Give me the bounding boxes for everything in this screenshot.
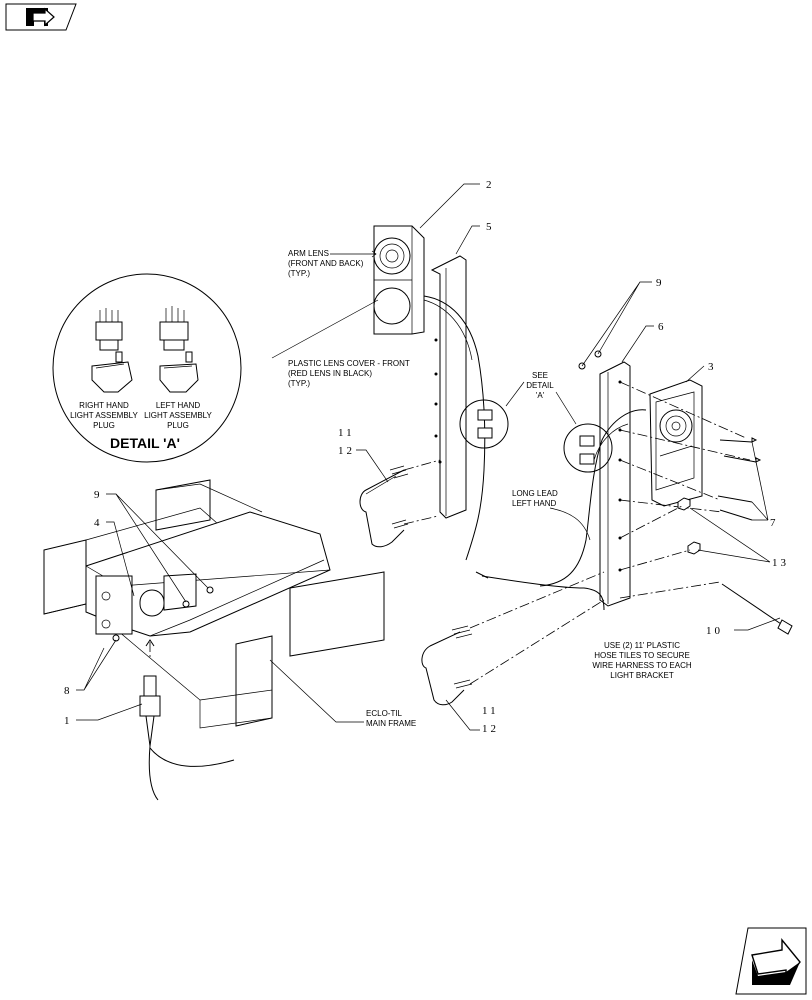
forward-arrow-icon <box>751 938 801 985</box>
note-label-1: USE (2) 11' PLASTIC <box>604 641 680 650</box>
note-label-3: WIRE HARNESS TO EACH <box>592 661 692 670</box>
svg-text:12: 12 <box>338 445 355 457</box>
note-label-2: HOSE TILES TO SECURE <box>594 651 690 660</box>
callout-7: 7 <box>751 441 779 529</box>
svg-text:11: 11 <box>482 705 499 717</box>
right-hand-plug-drawing <box>91 308 133 393</box>
svg-text:10: 10 <box>706 625 723 637</box>
callout-3: 3 <box>685 361 717 383</box>
svg-text:3: 3 <box>708 361 717 373</box>
svg-text:8: 8 <box>64 685 73 697</box>
detail-a-title: DETAIL 'A' <box>110 435 180 451</box>
back-button[interactable] <box>5 3 77 31</box>
forward-button[interactable] <box>735 927 807 995</box>
detail-a: RIGHT HAND LIGHT ASSEMBLY PLUG LEFT HAND… <box>52 273 242 463</box>
callout-1: 1 <box>64 703 143 727</box>
see-detail-label-3: 'A' <box>536 391 545 400</box>
arm-lens-label-3: (TYP.) <box>288 269 310 278</box>
callout-9-lower: 9 <box>94 489 209 603</box>
callout-2: 2 <box>419 179 495 229</box>
lamp-assembly-upper <box>359 225 509 561</box>
right-hand-plug-label-3: PLUG <box>93 421 115 430</box>
callout-5: 5 <box>455 221 495 255</box>
note-label-4: LIGHT BRACKET <box>610 671 674 680</box>
long-lead-label-1: LONG LEAD <box>512 489 558 498</box>
left-hand-plug-label-3: PLUG <box>167 421 189 430</box>
long-lead-label-2: LEFT HAND <box>512 499 557 508</box>
callout-11-lower: 11 12 <box>445 699 499 735</box>
back-arrow-icon <box>26 7 55 27</box>
main-frame-label-1: ECLO-TIL <box>366 709 403 718</box>
arm-lens-label-1: ARM LENS <box>288 249 329 258</box>
callout-11-upper: 11 12 <box>338 427 389 483</box>
lamp-assembly-right <box>421 350 793 706</box>
frame-assembly <box>43 479 385 801</box>
lens-cover-label-1: PLASTIC LENS COVER - FRONT <box>288 359 410 368</box>
svg-text:2: 2 <box>486 179 495 191</box>
svg-text:12: 12 <box>482 723 499 735</box>
lens-cover-label-3: (TYP.) <box>288 379 310 388</box>
svg-text:13: 13 <box>772 557 789 569</box>
svg-text:6: 6 <box>658 321 667 333</box>
left-hand-plug-drawing <box>159 306 199 393</box>
main-frame-label-2: MAIN FRAME <box>366 719 416 728</box>
callout-9-upper: 9 <box>581 277 665 367</box>
svg-text:4: 4 <box>94 517 103 529</box>
svg-text:9: 9 <box>94 489 103 501</box>
right-hand-plug-label-1: RIGHT HAND <box>79 401 129 410</box>
svg-text:5: 5 <box>486 221 495 233</box>
svg-text:1: 1 <box>64 715 73 727</box>
arm-lens-label-2: (FRONT AND BACK) <box>288 259 364 268</box>
callout-13: 13 <box>689 507 789 569</box>
svg-text:9: 9 <box>656 277 665 289</box>
svg-text:7: 7 <box>770 517 779 529</box>
callout-4: 4 <box>94 517 135 597</box>
svg-text:11: 11 <box>338 427 355 439</box>
callout-10: 10 <box>706 617 781 637</box>
callout-8: 8 <box>64 639 117 697</box>
right-hand-plug-label-2: LIGHT ASSEMBLY <box>70 411 138 420</box>
left-hand-plug-label-2: LIGHT ASSEMBLY <box>144 411 212 420</box>
callout-6: 6 <box>621 321 667 363</box>
left-hand-plug-label-1: LEFT HAND <box>156 401 201 410</box>
lens-cover-label-2: (RED LENS IN BLACK) <box>288 369 372 378</box>
see-detail-label-2: DETAIL <box>526 381 554 390</box>
see-detail-label-1: SEE <box>532 371 548 380</box>
